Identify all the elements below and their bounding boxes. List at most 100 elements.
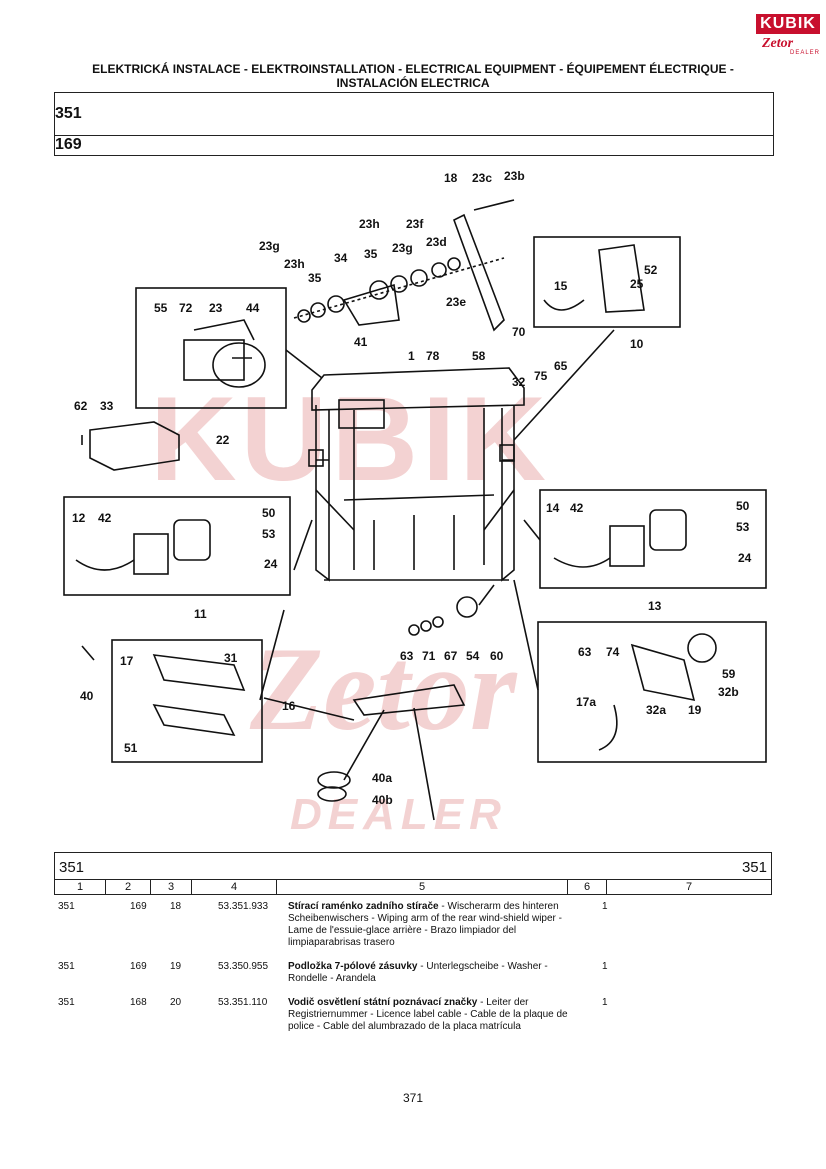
callout-23e: 23e [446,295,466,309]
callout-67: 67 [444,649,458,663]
cell-desc: - Wischerarm des hinteren Scheibenwische… [288,901,562,948]
column-header: 1 [55,880,106,894]
callout-75: 75 [534,369,548,383]
callout-41: 41 [354,335,368,349]
callout-44: 44 [246,301,260,315]
callout-53: 53 [262,527,276,541]
cell-desc: - Unterlegscheibe - Washer - Rondelle - … [288,961,548,984]
cell-position: 20 [170,997,182,1008]
callout-78: 78 [426,349,440,363]
box-19 [537,621,767,763]
table-column-headers: 1 2 3 4 5 6 7 [54,879,772,895]
callout-11: 11 [194,607,207,621]
cell-description: Vodič osvětlení státní poznávací značky … [288,997,578,1033]
callout-23h: 23h [359,217,380,231]
cell-desc: - Leiter der Registriernummer - Licence … [288,997,568,1032]
cell-group: 351 [58,997,75,1008]
callout-35-2: 35 [308,271,322,285]
cell-qty: 1 [602,901,608,912]
callout-32: 32 [512,375,526,389]
box-16 [111,639,263,763]
callout-33: 33 [100,399,114,413]
column-header: 7 [685,881,693,893]
cell-subgroup: 168 [130,997,147,1008]
callout-19: 19 [688,703,702,717]
callout-50-2: 50 [736,499,750,513]
callout-59: 59 [722,667,736,681]
cell-name: Podložka 7-pólové zásuvky [288,961,418,972]
column-header: 2 [106,880,151,894]
callout-23b: 23b [504,169,525,183]
callout-70: 70 [512,325,526,339]
group-box: 351 169 [54,92,774,156]
brand-logo: KUBIK Zetor DEALER [756,14,820,58]
callout-23g-2: 23g [392,241,413,255]
table-row: 351 168 20 53.351.110 Vodič osvětlení st… [54,991,772,1039]
callout-60: 60 [490,649,504,663]
callout-72: 72 [179,301,193,315]
callout-23g: 23g [259,239,280,253]
table-row: 351 169 18 53.351.933 Stírací raménko za… [54,895,772,955]
watermark-zetor: Zetor [250,622,517,755]
subgroup-number: 169 [55,136,82,153]
callout-18: 18 [444,171,458,185]
callout-23h-2: 23h [284,257,305,271]
callout-32a: 32a [646,703,666,717]
callout-12: 12 [72,511,86,525]
callout-40: 40 [80,689,94,703]
brand-logo-top: KUBIK [756,14,820,34]
cell-part-number: 53.351.933 [218,901,269,912]
cell-subgroup: 169 [130,961,147,972]
callout-63: 63 [400,649,414,663]
cab-frame [308,367,525,582]
callout-35: 35 [364,247,378,261]
cell-subgroup: 169 [130,901,147,912]
page-number: 371 [402,1091,424,1105]
table-group-header: 351 351 [54,852,772,879]
callout-34: 34 [334,251,348,265]
callout-63-2: 63 [578,645,592,659]
callout-25: 25 [630,277,644,291]
watermark-kubik: KUBIK [150,372,550,506]
cell-qty: 1 [602,961,608,972]
callout-40a: 40a [372,771,392,785]
callout-10: 10 [630,337,644,351]
table-row: 351 169 19 53.350.955 Podložka 7-pólové … [54,955,772,991]
callout-50: 50 [262,506,276,520]
group-number: 351 [55,93,773,136]
callout-13: 13 [648,599,662,613]
callout-65: 65 [554,359,568,373]
cell-part-number: 53.350.955 [218,961,269,972]
cell-name: Vodič osvětlení státní poznávací značky [288,997,478,1008]
watermark-dealer: DEALER [290,790,507,839]
callout-14: 14 [546,501,560,515]
brand-logo-sub: DEALER [790,50,821,56]
callout-42-2: 42 [570,501,584,515]
callout-1: 1 [408,349,415,363]
cell-group: 351 [58,961,75,972]
callout-32b: 32b [718,685,739,699]
callout-52: 52 [644,263,658,277]
box-10 [533,236,681,328]
callout-74: 74 [606,645,620,659]
callout-23c: 23c [472,171,492,185]
callout-51: 51 [124,741,138,755]
callout-23d: 23d [426,235,447,249]
callout-53-2: 53 [736,520,750,534]
parts-table: 351 351 1 2 3 4 5 6 7 351 169 18 53.351.… [54,852,772,1039]
cell-part-number: 53.351.110 [218,997,268,1008]
cell-position: 19 [170,961,182,972]
callout-17a: 17a [576,695,596,709]
callout-24-2: 24 [738,551,752,565]
callout-31: 31 [224,651,238,665]
callout-40b: 40b [372,793,393,807]
callout-24: 24 [264,557,278,571]
brand-logo-bottom: Zetor [762,36,794,51]
table-group-left: 351 [59,859,85,876]
column-header: 5 [277,880,568,894]
column-header: 6 [568,880,607,894]
callout-15: 15 [554,279,568,293]
page-title: ELEKTRICKÁ INSTALACE - ELEKTROINSTALLATI… [92,62,734,90]
callout-16: 16 [282,699,296,713]
callout-54: 54 [466,649,480,663]
